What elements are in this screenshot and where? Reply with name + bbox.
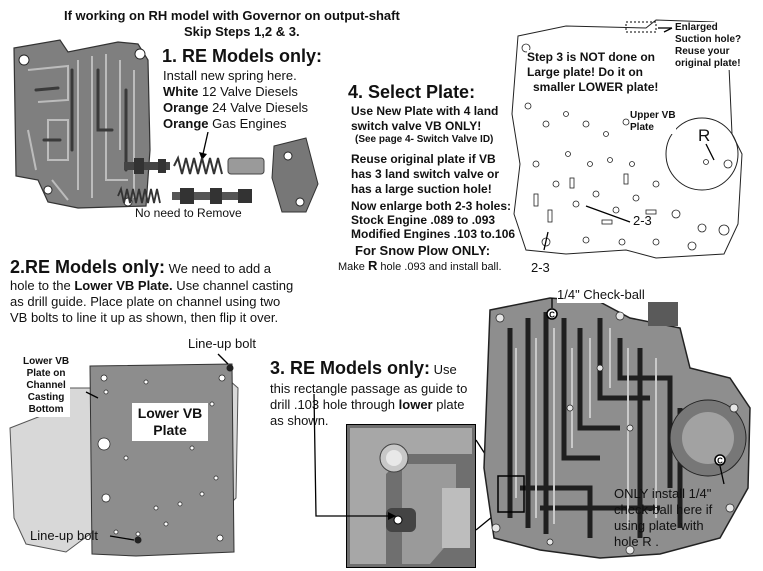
enlarged-note: Enlarged Suction hole? Reuse your origin… — [675, 22, 742, 70]
step1-title: 1. RE Models only: — [162, 46, 323, 66]
step4-p1c: (See page 4- Switch Valve ID) — [355, 134, 494, 145]
label-2-3-right: 2-3 — [633, 213, 652, 228]
side-a: Lower VB — [23, 356, 70, 367]
step4-p3c: Modified Engines .103 to.106 — [351, 227, 516, 241]
step3-line3: drill .103 hole through lower plate — [270, 397, 464, 413]
only-d: hole R . — [614, 534, 659, 549]
step1-row-3: Orange Gas Engines — [163, 116, 287, 132]
step3-line2: this rectangle passage as guide to — [270, 381, 468, 396]
step4-p3a: Now enlarge both 2-3 holes: — [351, 199, 512, 213]
step2-line4: VB bolts to line it up as shown, then fl… — [10, 310, 279, 325]
center-b: Plate — [153, 422, 187, 438]
checkball-symbol-right: C — [717, 457, 723, 466]
enlarged-c: Reuse your — [675, 46, 730, 57]
step2-title: 2.RE Models only: — [10, 257, 166, 277]
row2-color: Orange — [163, 100, 209, 115]
upper-vb-label-a: Upper VB — [630, 110, 676, 121]
enlarged-b: Suction hole? — [675, 34, 742, 45]
center-a: Lower VB — [137, 405, 203, 421]
step4-p2c: has a large suction hole! — [351, 182, 492, 196]
step2-line3: as drill guide. Place plate on channel u… — [10, 294, 281, 309]
only-b: check-ball here if — [614, 502, 713, 517]
lower-plate-side-note: Lower VB Plate on Channel Casting Bottom — [22, 355, 71, 417]
step3-line1: 3. RE Models only: Use — [270, 358, 457, 378]
step2-line2-bold: Lower VB Plate. — [74, 278, 173, 293]
checkball-label: 1/4" Check-ball — [557, 287, 645, 303]
side-c: Channel — [26, 380, 66, 391]
valve-body-image — [13, 39, 151, 209]
snow-pre: Make — [338, 261, 368, 273]
row1-text: 12 Valve Diesels — [198, 84, 298, 99]
step3-line3-post: plate — [432, 397, 465, 412]
valve-parts-image — [117, 132, 319, 213]
lower-plate-center-label: Lower VB Plate — [132, 403, 208, 441]
upper-note-a: Step 3 is NOT done on — [527, 50, 656, 64]
only-install-note: ONLY install 1/4" check-ball here if usi… — [614, 486, 712, 550]
step3-title-rest: Use — [430, 362, 457, 377]
enlarged-a: Enlarged — [675, 22, 718, 33]
lineup-bolt-top: Line-up bolt — [188, 336, 256, 351]
step4-p3b: Stock Engine .089 to .093 — [351, 213, 496, 227]
lineup-bolt-bottom: Line-up bolt — [30, 528, 98, 543]
row3-text: Gas Engines — [208, 116, 287, 131]
side-d: Casting — [27, 392, 65, 403]
zoom-detail-image — [346, 424, 476, 568]
label-2-3-left: 2-3 — [531, 260, 550, 275]
step2-line1-rest: We need to add a — [165, 261, 272, 276]
snow-r: R — [367, 258, 378, 273]
step3-line3-pre: drill .103 hole through — [270, 397, 399, 412]
step3-line3-bold: lower — [398, 397, 433, 412]
enlarged-d: original plate! — [675, 58, 741, 69]
step4-p1b: switch valve VB ONLY! — [351, 119, 482, 133]
row3-color: Orange — [163, 116, 209, 131]
step2-line2-post: Use channel casting — [172, 278, 294, 293]
step1-row-2: Orange 24 Valve Diesels — [163, 100, 308, 116]
no-remove-label: No need to Remove — [135, 206, 242, 220]
r-hole-label: R — [698, 126, 711, 145]
step4-p2a: Reuse original plate if VB — [351, 152, 496, 166]
step4-snow-text: Make R hole .093 and install ball. — [338, 259, 502, 274]
upper-vb-label-b: Plate — [630, 122, 654, 133]
upper-plate-note: Step 3 is NOT done on Large plate! Do it… — [527, 50, 663, 96]
arrow-right-icon — [388, 512, 396, 520]
step2-line2-pre: hole to the — [10, 278, 75, 293]
row1-color: White — [163, 84, 199, 99]
checkball-symbol-top: C — [549, 311, 555, 320]
upper-note-b: Large plate! Do it on — [527, 65, 644, 79]
step3-title: 3. RE Models only: — [270, 358, 431, 378]
step4-p2b: has 3 land switch valve or — [351, 167, 500, 181]
header-line-2: Skip Steps 1,2 & 3. — [184, 24, 300, 39]
step2-line1: 2.RE Models only: We need to add a — [10, 257, 330, 277]
step2-line2: hole to the Lower VB Plate. Use channel … — [10, 278, 293, 294]
arrow-head-icon — [199, 152, 207, 160]
only-a: ONLY install 1/4" — [614, 486, 712, 501]
snow-post: hole .093 and install ball. — [377, 261, 502, 273]
upper-vb-label: Upper VB Plate — [630, 110, 676, 134]
upper-note-c: smaller LOWER plate! — [533, 80, 659, 94]
row2-text: 24 Valve Diesels — [208, 100, 308, 115]
step4-title: 4. Select Plate: — [348, 82, 476, 102]
only-c: using plate with — [614, 518, 704, 533]
side-e: Bottom — [28, 404, 64, 415]
step4-snow-title: For Snow Plow ONLY: — [355, 243, 491, 258]
header-line-1: If working on RH model with Governor on … — [64, 8, 400, 23]
side-b: Plate on — [26, 368, 66, 379]
step4-p1a: Use New Plate with 4 land — [351, 104, 499, 118]
step1-row-1: White 12 Valve Diesels — [163, 84, 298, 100]
channel-casting-image: C C — [483, 297, 751, 559]
step1-intro: Install new spring here. — [163, 68, 297, 83]
